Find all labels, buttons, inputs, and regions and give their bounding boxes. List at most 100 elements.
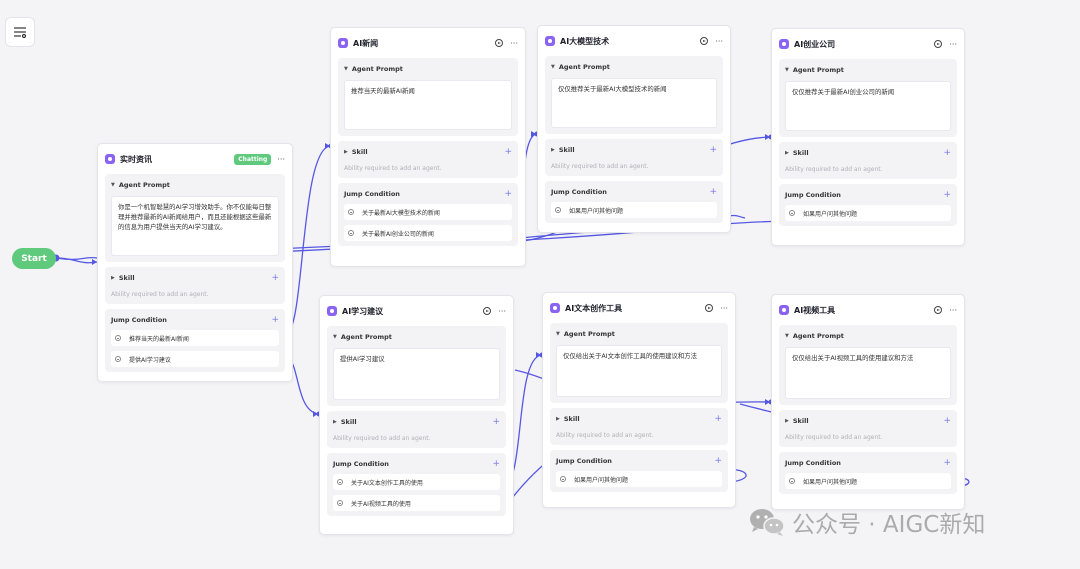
chevron-right-icon[interactable]: ▶ xyxy=(551,147,555,153)
plus-icon[interactable]: + xyxy=(271,315,279,325)
more-icon[interactable]: ··· xyxy=(715,36,723,46)
plus-icon[interactable]: + xyxy=(943,148,951,158)
condition-icon[interactable] xyxy=(555,207,561,213)
agent-node-learning[interactable]: AI学习建议 ··· ▼Agent Prompt 提供AI学习建议 ▶Skill… xyxy=(319,295,514,535)
section-label: Skill xyxy=(558,146,575,154)
plus-icon[interactable]: + xyxy=(714,456,722,466)
chevron-down-icon[interactable]: ▼ xyxy=(344,66,348,72)
more-icon[interactable]: ··· xyxy=(277,154,285,164)
menu-icon xyxy=(14,27,27,38)
chevron-down-icon[interactable]: ▼ xyxy=(551,64,555,70)
section-label: Agent Prompt xyxy=(118,181,170,189)
jump-condition-row[interactable]: 如果用户问其他问题 xyxy=(785,205,951,221)
condition-icon[interactable] xyxy=(789,210,795,216)
menu-button[interactable] xyxy=(5,17,35,47)
prompt-text[interactable]: 仅仅给出关于AI视频工具的使用建议和方法 xyxy=(785,347,951,399)
start-node[interactable]: Start xyxy=(12,248,56,269)
chevron-right-icon[interactable]: ▶ xyxy=(111,275,115,281)
agent-prompt-section: ▼Agent Prompt 推荐当天的最新AI新闻 xyxy=(338,58,518,136)
plus-icon[interactable]: + xyxy=(709,145,717,155)
chevron-right-icon[interactable]: ▶ xyxy=(785,150,789,156)
node-title: AI文本创作工具 xyxy=(565,303,623,313)
prompt-text[interactable]: 仅仅给出关于AI文本创作工具的使用建议和方法 xyxy=(556,345,722,397)
section-label: Skill xyxy=(351,148,368,156)
plus-icon[interactable]: + xyxy=(943,458,951,468)
plus-icon[interactable]: + xyxy=(504,189,512,199)
chevron-down-icon[interactable]: ▼ xyxy=(785,333,789,339)
jump-condition-row[interactable]: 如果用户问其他问题 xyxy=(551,202,717,218)
plus-icon[interactable]: + xyxy=(714,414,722,424)
run-icon[interactable] xyxy=(934,306,943,314)
jump-condition-row[interactable]: 提供AI学习建议 xyxy=(111,351,279,367)
section-label: Skill xyxy=(792,149,809,157)
condition-icon[interactable] xyxy=(560,476,566,482)
chevron-down-icon[interactable]: ▼ xyxy=(785,67,789,73)
jump-condition-row[interactable]: 关于最新AI创业公司的新闻 xyxy=(344,225,512,241)
agent-node-ainews[interactable]: AI新闻 ··· ▼Agent Prompt 推荐当天的最新AI新闻 ▶Skil… xyxy=(330,27,526,267)
plus-icon[interactable]: + xyxy=(504,147,512,157)
skill-section: ▶Skill+ Ability required to add an agent… xyxy=(338,141,518,178)
jump-condition-section: Jump Condition+ 如果用户问其他问题 xyxy=(545,181,723,223)
jump-condition-row[interactable]: 如果用户问其他问题 xyxy=(556,471,722,487)
condition-icon[interactable] xyxy=(115,356,121,362)
chevron-right-icon[interactable]: ▶ xyxy=(785,418,789,424)
agent-node-llmtech[interactable]: AI大模型技术 ··· ▼Agent Prompt 仅仅推荐关于最新AI大模型技… xyxy=(537,25,731,233)
jump-condition-row[interactable]: 关于AI文本创作工具的使用 xyxy=(333,474,500,490)
more-icon[interactable]: ··· xyxy=(510,38,518,48)
more-icon[interactable]: ··· xyxy=(949,39,957,49)
arrowhead xyxy=(765,399,770,405)
agent-icon xyxy=(779,39,789,49)
chevron-down-icon[interactable]: ▼ xyxy=(333,334,337,340)
agent-node-texttool[interactable]: AI文本创作工具 ··· ▼Agent Prompt 仅仅给出关于AI文本创作工… xyxy=(542,292,736,508)
plus-icon[interactable]: + xyxy=(709,187,717,197)
condition-icon[interactable] xyxy=(348,230,354,236)
agent-node-videotool[interactable]: AI视频工具 ··· ▼Agent Prompt 仅仅给出关于AI视频工具的使用… xyxy=(771,294,965,510)
plus-icon[interactable]: + xyxy=(943,416,951,426)
chevron-down-icon[interactable]: ▼ xyxy=(556,331,560,337)
more-icon[interactable]: ··· xyxy=(720,303,728,313)
plus-icon[interactable]: + xyxy=(492,459,500,469)
jump-condition-row[interactable]: 关于最新AI大模型技术的新闻 xyxy=(344,204,512,220)
skill-section: ▶Skill+ Ability required to add an agent… xyxy=(327,411,506,448)
chevron-right-icon[interactable]: ▶ xyxy=(556,416,560,422)
more-icon[interactable]: ··· xyxy=(949,305,957,315)
condition-icon[interactable] xyxy=(789,478,795,484)
run-icon[interactable] xyxy=(700,37,709,45)
condition-icon[interactable] xyxy=(348,209,354,215)
chevron-right-icon[interactable]: ▶ xyxy=(344,149,348,155)
skill-description: Ability required to add an agent. xyxy=(785,434,883,441)
run-icon[interactable] xyxy=(483,307,492,315)
agent-prompt-section: ▼Agent Prompt 提供AI学习建议 xyxy=(327,326,506,406)
jump-condition-row[interactable]: 如果用户问其他问题 xyxy=(785,473,951,489)
chevron-down-icon[interactable]: ▼ xyxy=(111,182,115,188)
arrowhead xyxy=(313,411,318,417)
prompt-text[interactable]: 推荐当天的最新AI新闻 xyxy=(344,80,512,130)
plus-icon[interactable]: + xyxy=(492,417,500,427)
node-title: AI学习建议 xyxy=(342,306,384,316)
skill-description: Ability required to add an agent. xyxy=(785,166,883,173)
agent-node-startup[interactable]: AI创业公司 ··· ▼Agent Prompt 仅仅推荐关于最新AI创业公司的… xyxy=(771,28,965,246)
run-icon[interactable] xyxy=(495,39,504,47)
more-icon[interactable]: ··· xyxy=(498,306,506,316)
jump-condition-section: Jump Condition+ 如果用户问其他问题 xyxy=(779,184,957,226)
jump-condition-row[interactable]: 关于AI视频工具的使用 xyxy=(333,495,500,511)
prompt-text[interactable]: 仅仅推荐关于最新AI大模型技术的新闻 xyxy=(551,78,717,128)
jump-condition-row[interactable]: 推荐当天的最新AI新闻 xyxy=(111,330,279,346)
condition-text: 如果用户问其他问题 xyxy=(803,210,858,218)
edge xyxy=(56,257,98,264)
condition-icon[interactable] xyxy=(115,335,121,341)
plus-icon[interactable]: + xyxy=(271,273,279,283)
run-icon[interactable] xyxy=(705,304,714,312)
chevron-right-icon[interactable]: ▶ xyxy=(333,419,337,425)
prompt-text[interactable]: 你是一个机智聪慧的AI学习增效助手。你不仅能每日整理并推荐最新的AI新闻给用户，… xyxy=(111,196,279,256)
plus-icon[interactable]: + xyxy=(943,190,951,200)
condition-icon[interactable] xyxy=(337,479,343,485)
run-icon[interactable] xyxy=(934,40,943,48)
section-label: Agent Prompt xyxy=(340,333,392,341)
agent-node-realtime[interactable]: 实时资讯 Chatting ··· ▼Agent Prompt 你是一个机智聪慧… xyxy=(97,143,293,382)
prompt-text[interactable]: 提供AI学习建议 xyxy=(333,348,500,400)
condition-icon[interactable] xyxy=(337,500,343,506)
prompt-text[interactable]: 仅仅推荐关于最新AI创业公司的新闻 xyxy=(785,81,951,131)
skill-section: ▶Skill+ Ability required to add an agent… xyxy=(105,267,285,304)
